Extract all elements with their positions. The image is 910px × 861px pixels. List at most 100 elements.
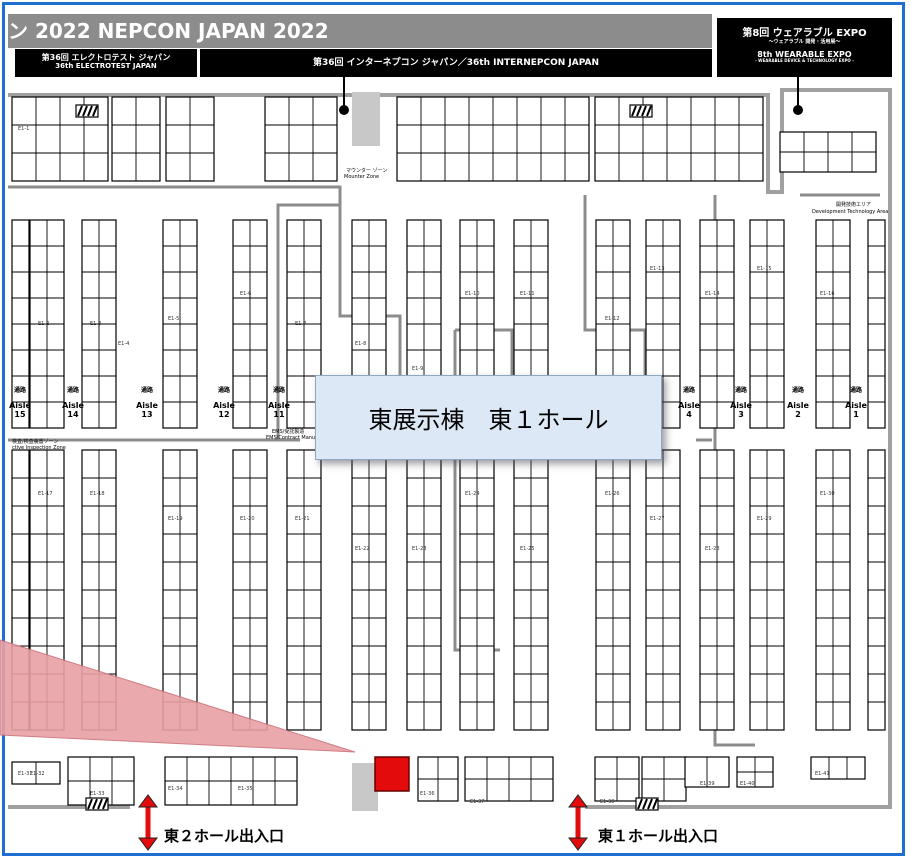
- aisle-en: Aisle: [845, 401, 867, 410]
- dev-tech-zone-en: Development Technology Area: [812, 209, 888, 215]
- aisle-en: Aisle: [9, 401, 31, 410]
- hatched-marker-stripe: [637, 798, 643, 810]
- booth-code: E1-28: [705, 546, 720, 552]
- mounter-zone-en: Mounter Zone: [344, 174, 379, 180]
- route-lines: [8, 185, 880, 747]
- hatched-marker-stripe: [87, 105, 93, 117]
- booth-block-top: [594, 96, 764, 182]
- hatched-marker-stripe: [631, 105, 637, 117]
- hall-banner: 東展示棟 東１ホール: [315, 375, 662, 460]
- aisle-en: Aisle: [678, 401, 700, 410]
- booth-code: E1-24: [465, 491, 480, 497]
- aisle-jp: 通路: [141, 386, 154, 394]
- booth-code: E1-19: [168, 516, 183, 522]
- hatched-marker-stripe: [77, 105, 83, 117]
- aisle-number: 13: [141, 410, 152, 419]
- aisle-jp: 通路: [792, 386, 805, 394]
- booth-code: E1-27: [650, 516, 665, 522]
- booth-code: E1-18: [90, 491, 105, 497]
- inspection-zone-jp: 検査/検査装置ゾーン: [12, 438, 58, 445]
- aisle-number: 1: [853, 410, 859, 419]
- booth-code: E1-40: [740, 781, 755, 787]
- booth-block-top: [264, 96, 338, 182]
- booth-code: E1-31: [18, 771, 33, 777]
- wearable-jp: 第8回 ウェアラブル EXPO: [742, 28, 867, 39]
- hatched-marker-stripe: [642, 798, 648, 810]
- booth-code: E1-10: [465, 291, 480, 297]
- booth-code: E1-20: [240, 516, 255, 522]
- internepcon-banner: 第36回 インターネプコン ジャパン／36th INTERNEPCON JAPA…: [200, 49, 712, 77]
- hatched-marker-stripe: [92, 105, 98, 117]
- booth-code: E1-33: [90, 791, 105, 797]
- entrance-pillar: [352, 763, 378, 811]
- hatched-marker-stripe: [646, 105, 652, 117]
- aisle-jp: 通路: [67, 386, 80, 394]
- booth-code: E1-2: [38, 321, 49, 327]
- booth-block-bottom: [810, 756, 866, 780]
- markers: [0, 77, 803, 851]
- electrotest-banner: 第36回 エレクトロテスト ジャパン 36th ELECTROTEST JAPA…: [15, 49, 197, 77]
- aisle-number: 2: [795, 410, 801, 419]
- booth-code: E1-11: [520, 291, 535, 297]
- aisle-jp: 通路: [273, 386, 286, 394]
- booth-code: E1-8: [355, 341, 366, 347]
- booth-code: E1-26: [605, 491, 620, 497]
- booth-code: E1-32: [30, 771, 45, 777]
- title-bar: [8, 14, 712, 48]
- hatched-marker-stripe: [87, 798, 93, 810]
- aisle-en: Aisle: [787, 401, 809, 410]
- aisle-number: 14: [67, 410, 79, 419]
- hatched-marker-stripe: [641, 105, 647, 117]
- booth-code: E1-22: [355, 546, 370, 552]
- mounter-zone-jp: マウンター ゾーン: [346, 167, 387, 174]
- hatched-marker-stripe: [82, 105, 88, 117]
- pin-dot: [339, 105, 349, 115]
- aisle-en: Aisle: [62, 401, 84, 410]
- booth-code: E1-25: [520, 546, 535, 552]
- hatched-marker-stripe: [97, 798, 103, 810]
- booth-code: E1-39: [700, 781, 715, 787]
- ems-zone-en: EMS/Contract Manu: [266, 435, 315, 441]
- booth-code: E1-5: [168, 316, 179, 322]
- exit-arrow-head: [568, 837, 588, 851]
- hatched-marker-stripe: [652, 798, 658, 810]
- exit-label-hall2: 東２ホール出入口: [164, 827, 285, 845]
- aisle-number: 11: [273, 410, 285, 419]
- exit-arrow-head: [138, 794, 158, 808]
- booth-code: E1-35: [238, 786, 253, 792]
- hatched-marker-stripe: [636, 105, 642, 117]
- wearable-sub-en: - WEARABLE DEVICE & TECHNOLOGY EXPO -: [755, 58, 854, 64]
- highlighted-booth: [374, 756, 410, 792]
- booth-code: E1-21: [295, 516, 310, 522]
- booth-code: E1-13: [650, 266, 665, 272]
- exit-arrow-head: [138, 837, 158, 851]
- hall-walls: [8, 88, 892, 811]
- booth-code: E1-41: [815, 771, 830, 777]
- wearable-en: 8th WEARABLE EXPO: [757, 50, 852, 60]
- dev-tech-zone-jp: 開発技術エリア: [836, 201, 871, 208]
- pin-dot: [793, 105, 803, 115]
- aisle-number: 15: [14, 410, 26, 419]
- aisle-number: 4: [686, 410, 692, 419]
- aisle-labels: 通路Aisle15通路Aisle14通路Aisle13通路Aisle12通路Ai…: [9, 386, 867, 419]
- aisle-number: 12: [218, 410, 229, 419]
- booth-code: E1-38: [600, 799, 615, 805]
- expo-title: ン 2022 NEPCON JAPAN 2022: [8, 19, 329, 43]
- aisle-number: 3: [738, 410, 744, 419]
- booth-code: E1-16: [820, 291, 835, 297]
- hatched-marker-stripe: [92, 798, 98, 810]
- exit-arrow-head: [568, 794, 588, 808]
- hatched-marker-stripe: [102, 798, 108, 810]
- booth-code: E1-37: [470, 799, 485, 805]
- aisle-jp: 通路: [218, 386, 231, 394]
- booth-code: E1-6: [240, 291, 251, 297]
- aisle-en: Aisle: [213, 401, 235, 410]
- exit-label-hall1: 東１ホール出入口: [598, 827, 719, 845]
- mounter-pillar: [352, 92, 380, 146]
- aisle-en: Aisle: [268, 401, 290, 410]
- booth-code: E1-3: [90, 321, 101, 327]
- hatched-marker-stripe: [647, 798, 653, 810]
